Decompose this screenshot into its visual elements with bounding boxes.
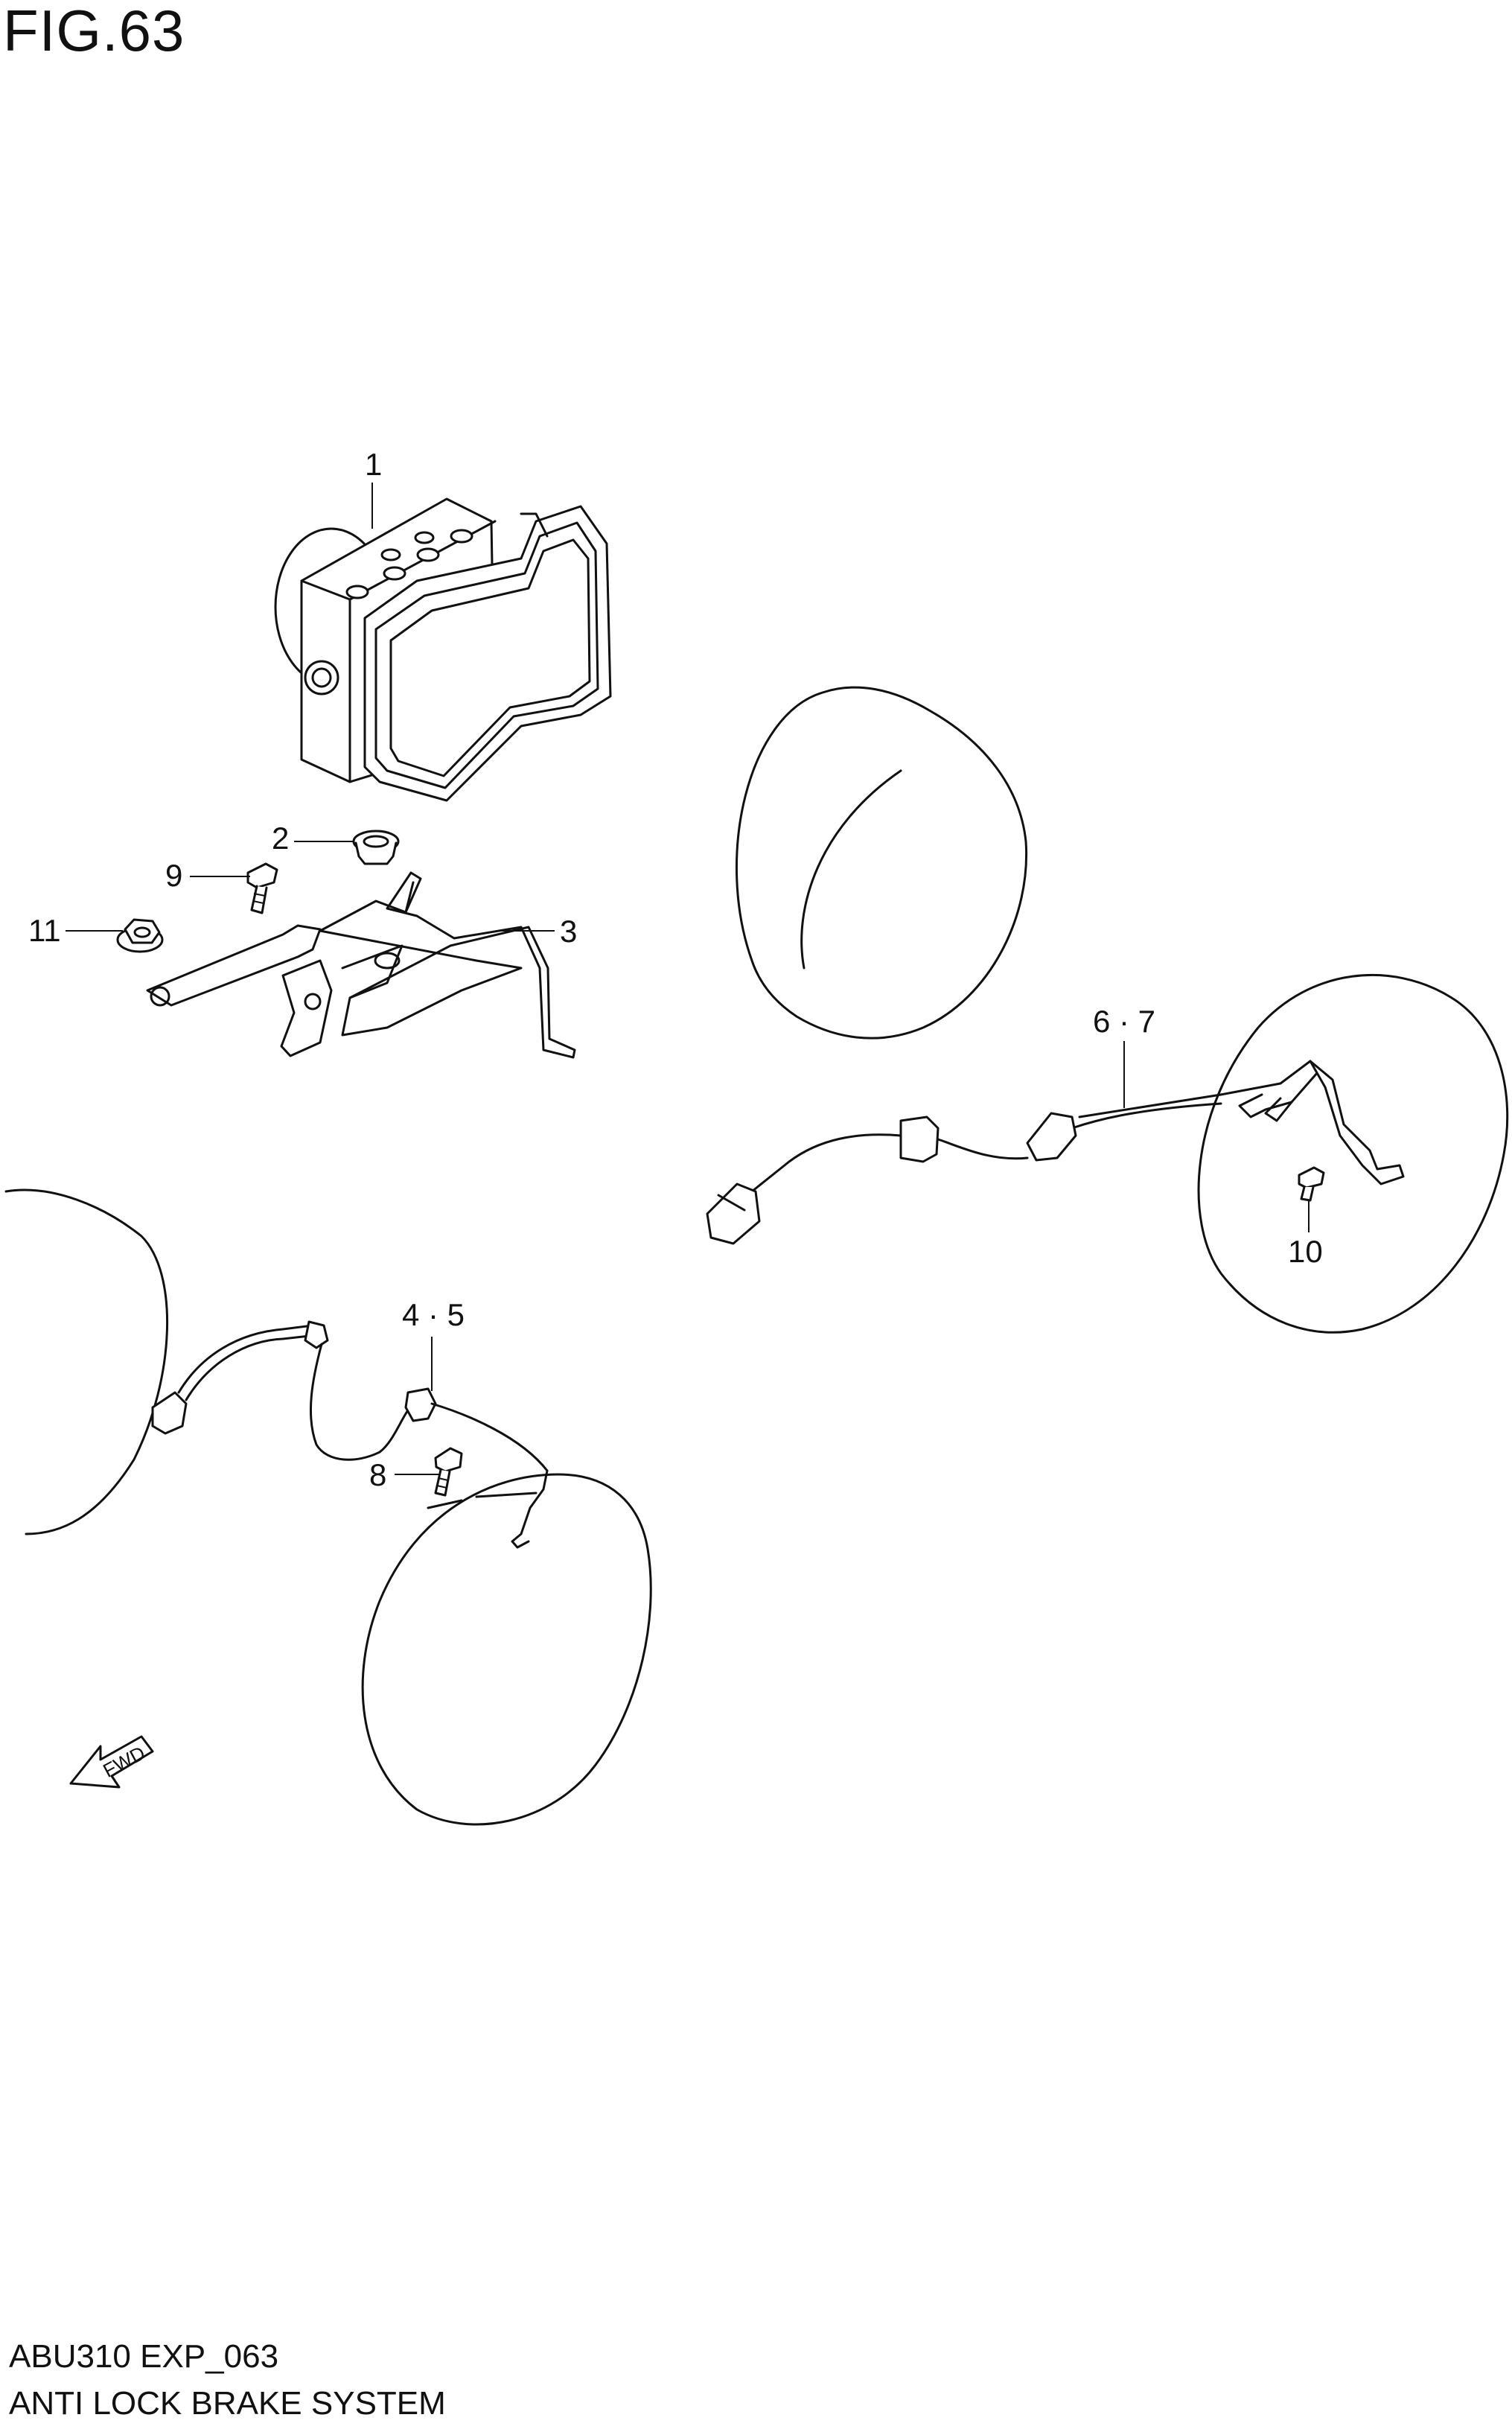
diagram-name: ANTI LOCK BRAKE SYSTEM <box>9 2385 446 2422</box>
rear-wheel-speed-sensor <box>706 1060 1405 1245</box>
callout-1: 1 <box>365 447 382 482</box>
bolt-9 <box>246 862 278 914</box>
rear-tire <box>735 686 1028 1040</box>
callout-6-7: 6 · 7 <box>1093 1004 1155 1039</box>
callout-numbers: 1 2 3 4 · 5 6 · 7 8 9 10 11 <box>28 447 1323 1492</box>
callout-11: 11 <box>28 913 61 948</box>
abs-bracket <box>146 871 576 1059</box>
abs-hydraulic-unit <box>274 497 612 802</box>
front-wheel-speed-sensor <box>151 1320 549 1549</box>
grommet <box>352 830 400 865</box>
front-brake-disc <box>361 1473 652 1826</box>
callout-9: 9 <box>165 858 182 893</box>
diagram-code: ABU310 EXP_063 <box>9 2338 279 2375</box>
callout-10: 10 <box>1288 1234 1323 1269</box>
bolt-8 <box>434 1447 463 1497</box>
figure-title: FIG.63 <box>3 0 185 63</box>
leader-lines <box>66 483 1310 1475</box>
screw-10 <box>1298 1166 1325 1202</box>
front-tire <box>4 1188 169 1535</box>
nut-11 <box>116 918 164 953</box>
callout-8: 8 <box>369 1457 386 1492</box>
forward-direction-arrow: FWD <box>69 1735 154 1789</box>
callout-3: 3 <box>560 914 577 949</box>
callout-4-5: 4 · 5 <box>402 1297 465 1332</box>
callout-2: 2 <box>272 821 289 856</box>
